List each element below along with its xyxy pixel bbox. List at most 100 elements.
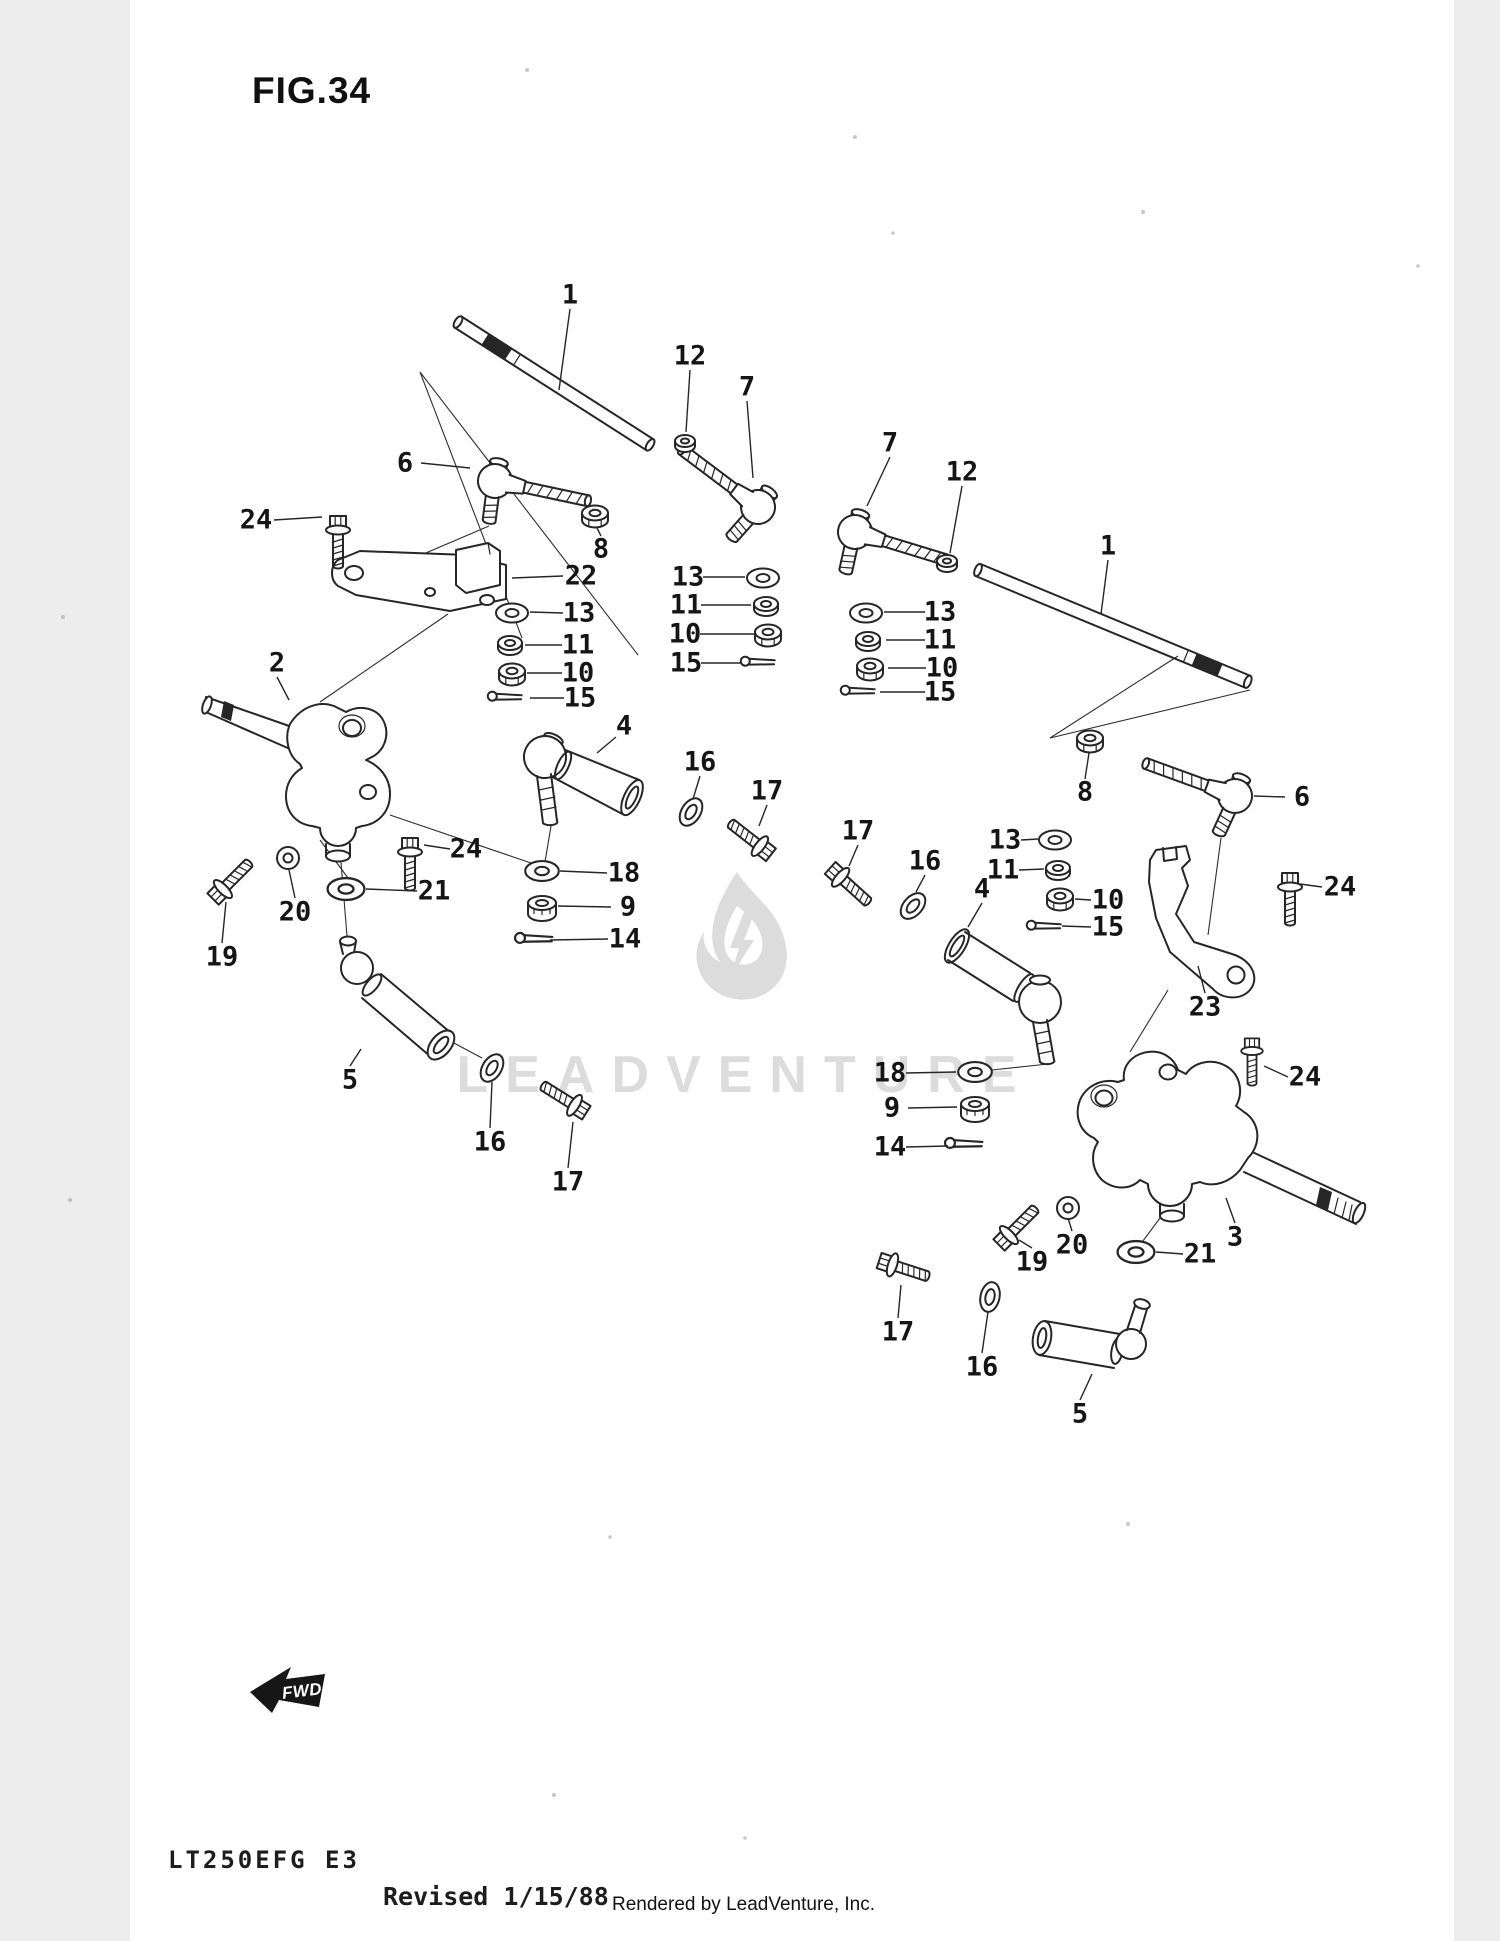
washer-11: [855, 631, 881, 652]
part-number: 14: [874, 1132, 907, 1163]
nut-10: [856, 657, 884, 682]
callout-13: 13: [989, 825, 1039, 856]
tie-rod-end-4-left-stud: [536, 773, 559, 827]
bolt-24: [1240, 1037, 1264, 1087]
callout-5: 5: [342, 1048, 362, 1096]
callout-15: 15: [530, 683, 596, 714]
callout-24: 24: [240, 505, 323, 536]
part-number: 21: [418, 876, 451, 907]
part-number: 12: [674, 341, 707, 372]
callout-24: 24: [423, 834, 482, 865]
part-number: 17: [842, 816, 875, 847]
tie-rod-end-6-right: [1127, 739, 1260, 844]
bolt-17: [821, 858, 879, 913]
tie-rod-right: [973, 562, 1253, 689]
washer-20: [1056, 1196, 1080, 1220]
callout-16: 16: [909, 846, 941, 893]
callout-17: 17: [882, 1284, 915, 1348]
callout-8: 8: [593, 527, 609, 565]
nut-10: [1046, 887, 1074, 912]
page-margin-left: [0, 0, 130, 1941]
part-number: 17: [552, 1167, 585, 1198]
part-number: 4: [974, 874, 990, 905]
part-number: 7: [739, 372, 755, 403]
washer-13: [1038, 829, 1072, 851]
callout-1: 1: [1100, 531, 1116, 615]
part-number: 12: [946, 457, 979, 488]
fwd-arrow-icon: [250, 1667, 325, 1713]
tie-rod-left: [452, 315, 656, 452]
callout-7: 7: [866, 428, 898, 507]
part-number: 8: [1077, 777, 1093, 808]
washer-13: [849, 602, 883, 624]
page-margin-right: [1454, 0, 1500, 1941]
part-number: 19: [206, 942, 239, 973]
part-number: 24: [1289, 1062, 1322, 1093]
part-number: 15: [564, 683, 597, 714]
callout-1: 1: [558, 280, 578, 391]
callout-15: 15: [1061, 912, 1125, 943]
callout-12: 12: [674, 341, 707, 433]
callout-2: 2: [269, 648, 290, 701]
part-number: 24: [1324, 872, 1357, 903]
callout-3: 3: [1225, 1197, 1243, 1253]
callout-11: 11: [987, 855, 1045, 886]
tie-rod-end-7-right: [825, 504, 957, 603]
part-number: 10: [926, 653, 959, 684]
callout-10: 10: [888, 653, 958, 684]
part-number: 13: [924, 597, 957, 628]
callout-16: 16: [474, 1081, 507, 1158]
part-number: 15: [924, 677, 957, 708]
part-number: 13: [672, 562, 705, 593]
steering-arm-23: [1148, 845, 1256, 999]
callout-15: 15: [670, 648, 742, 679]
nut-10: [498, 662, 526, 687]
washer-11: [753, 596, 779, 617]
callout-14: 14: [549, 924, 642, 955]
part-number: 24: [240, 505, 273, 536]
callout-20: 20: [1056, 1217, 1088, 1261]
part-number: 11: [670, 590, 703, 621]
bolt-17: [874, 1248, 934, 1290]
callout-24: 24: [1299, 872, 1357, 903]
callout-24: 24: [1263, 1062, 1322, 1093]
part-number: 13: [989, 825, 1022, 856]
washer-21: [326, 876, 366, 902]
callout-14: 14: [874, 1132, 949, 1163]
part-number: 16: [474, 1127, 507, 1158]
part-number: 14: [609, 924, 642, 955]
part-number: 6: [1294, 782, 1310, 813]
callout-6: 6: [1253, 782, 1310, 813]
steering-plate-22: [331, 542, 507, 612]
part-number: 16: [684, 747, 717, 778]
washer-11: [497, 635, 523, 656]
washer-18: [957, 1060, 993, 1084]
part-number: 20: [279, 897, 312, 928]
washer-13: [495, 602, 529, 624]
cotter-pin-15: [739, 654, 776, 671]
callout-21: 21: [365, 876, 451, 907]
washer-16: [479, 1053, 505, 1083]
washer-16: [899, 892, 927, 920]
part-number: 8: [593, 534, 609, 565]
tie-rod-end-4-right: [943, 928, 1062, 1066]
part-number: 13: [563, 598, 596, 629]
nut-12: [674, 434, 696, 453]
figure-title: FIG.34: [252, 70, 372, 111]
washer-11: [1045, 860, 1071, 881]
steering-knuckle-left-2: [201, 695, 391, 863]
part-number: 17: [882, 1317, 915, 1348]
callout-16: 16: [966, 1311, 998, 1383]
part-number: 15: [670, 648, 703, 679]
fwd-label: FWD: [281, 1679, 323, 1703]
part-number: 11: [924, 625, 957, 656]
part-number: 15: [1092, 912, 1125, 943]
nut-10: [754, 623, 782, 648]
callout-7: 7: [739, 372, 755, 479]
callout-9: 9: [884, 1093, 958, 1124]
callout-13: 13: [884, 597, 956, 628]
callout-19: 19: [1016, 1239, 1048, 1278]
part-number: 10: [562, 658, 595, 689]
callout-9: 9: [557, 892, 636, 923]
